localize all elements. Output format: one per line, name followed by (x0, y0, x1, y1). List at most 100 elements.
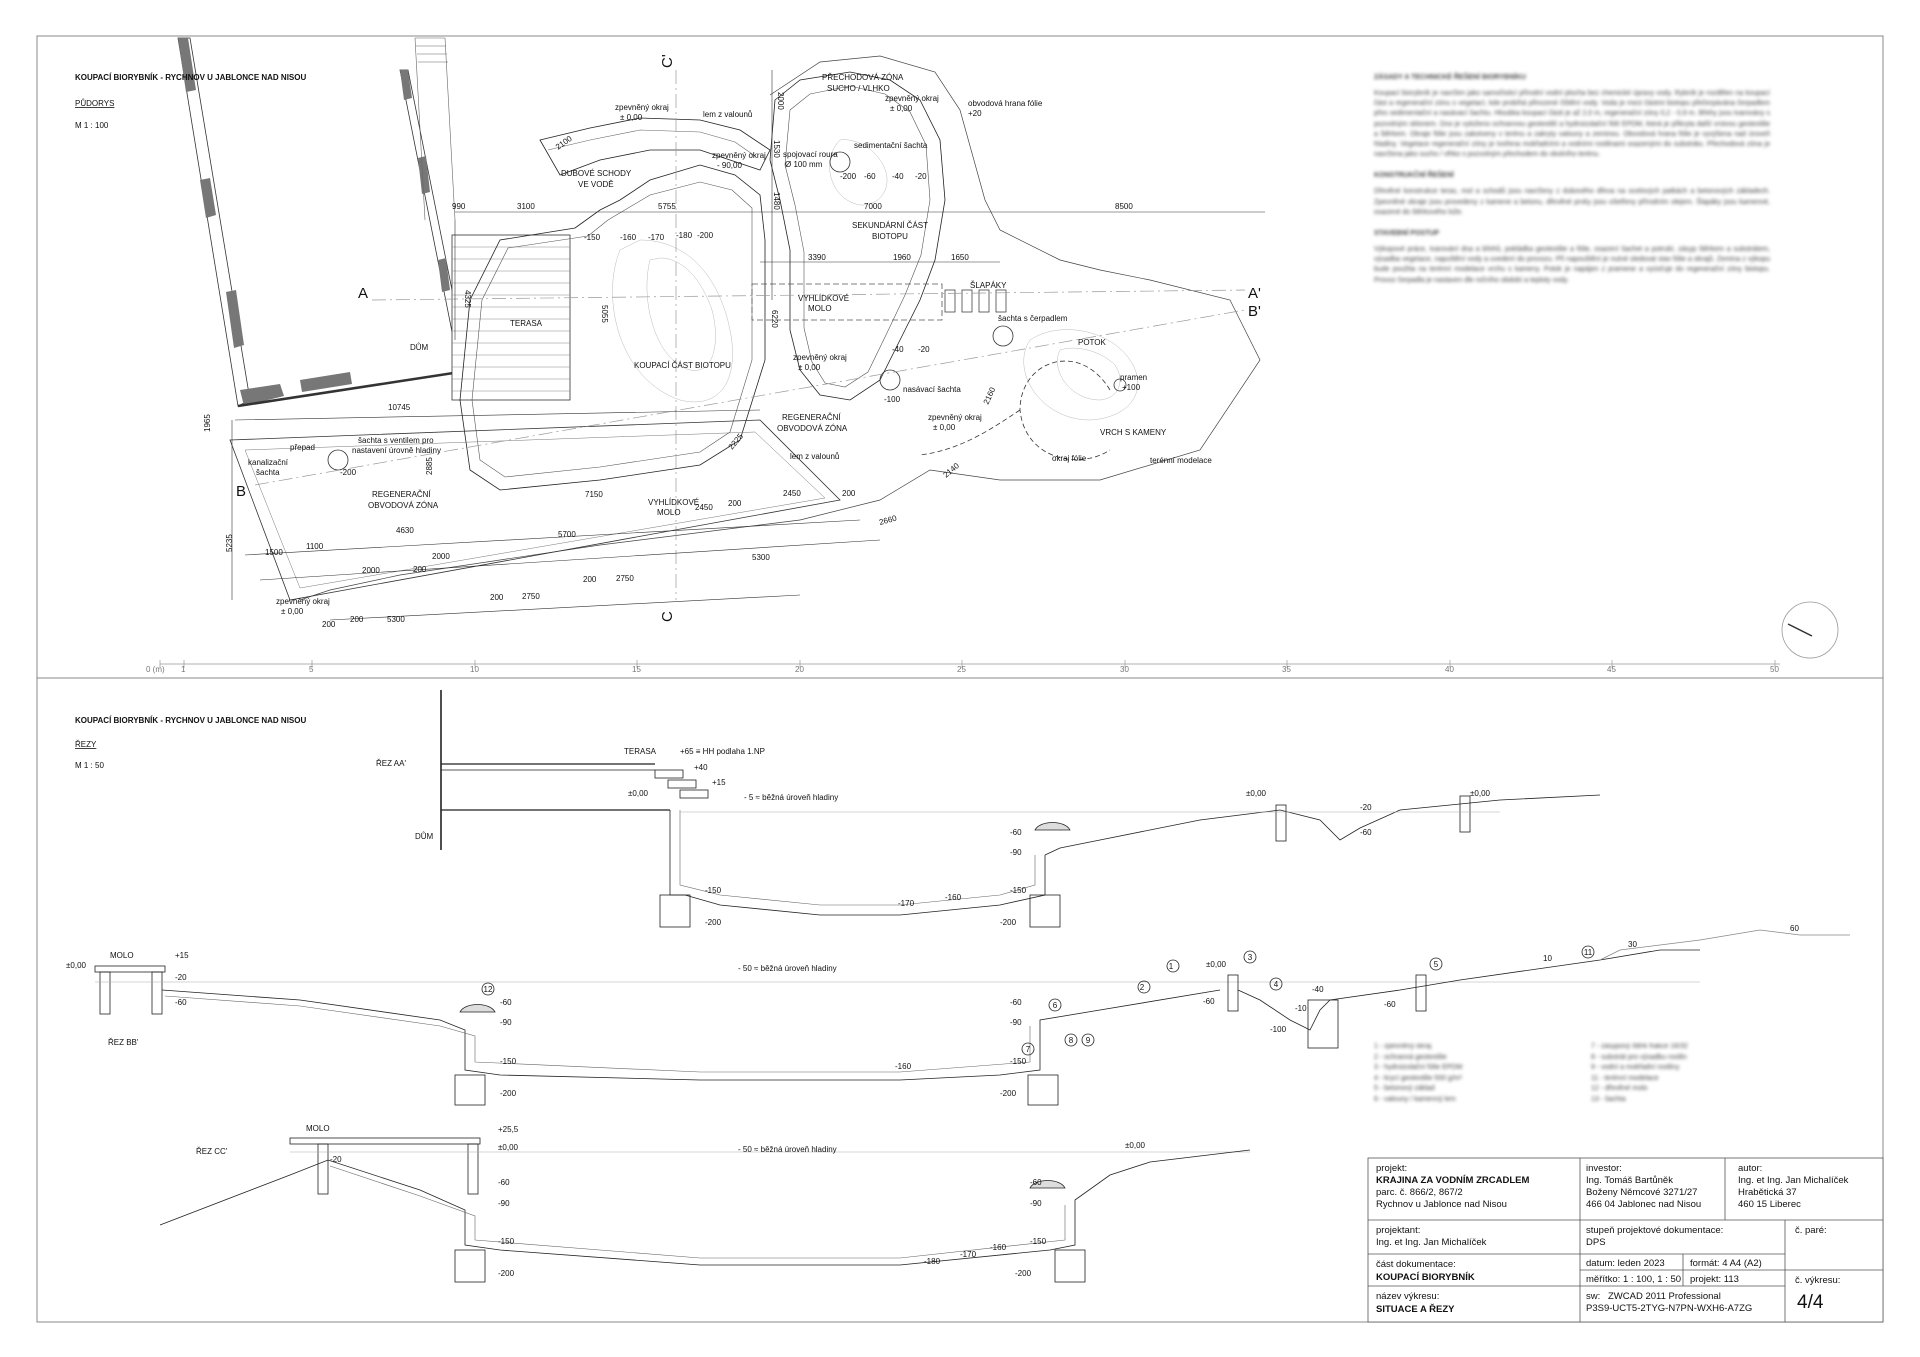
detail-marker: 8 (1069, 1036, 1074, 1045)
section-aa-house: DŮM (415, 832, 434, 841)
section-bb-pier: MOLO (110, 951, 134, 960)
dim-label: 200 (350, 615, 364, 624)
scalebar-label: 5 (309, 665, 314, 674)
dim-label: 2450 (783, 489, 801, 498)
dim-label: 1480 (772, 192, 781, 210)
note-intake-shaft: nasávací šachta (903, 385, 961, 394)
scalebar-label: 1 (181, 665, 186, 674)
viewing-pier-outline (751, 283, 943, 321)
tb-investor-name: Ing. Tomáš Bartůněk (1586, 1175, 1673, 1186)
legend-item: 12 - dřevěné molo (1591, 1085, 1648, 1092)
notes-paragraph-2: Dřevěné konstrukce teras, mol a schodů j… (1374, 188, 1770, 216)
note-edge-1-level: ± 0,00 (620, 113, 643, 122)
section-label-a: A (358, 285, 368, 302)
level-label: -60 (1203, 997, 1215, 1006)
tb-sheet-number: 4/4 (1797, 1292, 1824, 1313)
dim-label: 10745 (388, 403, 411, 412)
level-label: -90 (1010, 848, 1022, 857)
terrace-outline (451, 234, 571, 401)
dim-label: 5755 (658, 202, 676, 211)
legend-item: 11 - terénní modelace (1591, 1074, 1659, 1082)
note-edge-4-level: ± 0,00 (798, 363, 821, 372)
title-block-text: projekt: KRAJINA ZA VODNÍM ZRCADLEM parc… (1376, 1163, 1849, 1315)
dim-label: 2000 (776, 92, 785, 110)
legend-item: 3 - hydroizolační fólie EPDM (1374, 1064, 1463, 1071)
zone-molo2b: MOLO (657, 508, 681, 517)
tb-project-number: projekt: 113 (1690, 1274, 1739, 1285)
plan-title: KOUPACÍ BIORYBNÍK - RYCHNOV U JABLONCE N… (75, 73, 306, 82)
section-cc (159, 1137, 1251, 1283)
note-pebble-border-1: lem z valounů (703, 110, 752, 119)
tb-sheet-label: č. výkresu: (1795, 1275, 1840, 1286)
level-label: -150 (498, 1237, 515, 1246)
level-label: -160 (990, 1243, 1007, 1252)
legend-item: 7 - zásypový štěrk frakce 16/32 (1591, 1043, 1688, 1050)
note-edge-5: zpevněný okraj (928, 413, 982, 422)
level-label: ±0,00 (498, 1143, 519, 1152)
dim-label: 1965 (203, 414, 212, 432)
tb-author-address: Hrabětická 37 (1738, 1187, 1797, 1198)
dim-label: 2160 (982, 385, 998, 405)
note-edge-5-level: ± 0,00 (933, 423, 956, 432)
note-edge-2-level: - 90,00 (717, 161, 742, 170)
depth-label: -40 (892, 345, 904, 354)
spring-symbol (1113, 378, 1127, 392)
zone-sekundarni1: SEKUNDÁRNÍ ČÁST (852, 221, 928, 230)
note-edge-3: zpevněný okraj (885, 94, 939, 103)
dim-label: 200 (583, 575, 597, 584)
zone-regen1b: OBVODOVÁ ZÓNA (368, 501, 439, 510)
dim-label: 2750 (522, 592, 540, 601)
zone-dubove2: VE VODĚ (578, 180, 614, 189)
scalebar-label: 40 (1445, 665, 1454, 674)
level-label: ±0,00 (1246, 789, 1267, 798)
note-foil-margin: okraj fólie (1052, 454, 1087, 463)
dim-label: 2750 (616, 574, 634, 583)
tb-format: formát: 4 A4 (A2) (1690, 1258, 1762, 1269)
level-label: -160 (895, 1062, 912, 1071)
level-label: -60 (1384, 1000, 1396, 1009)
tb-date: datum: leden 2023 (1586, 1258, 1665, 1269)
house-wall-west (177, 37, 251, 407)
tb-investor-address: Boženy Němcové 3271/27 (1586, 1187, 1697, 1198)
dim-label: 4325 (463, 290, 472, 308)
scalebar-label: 15 (632, 665, 641, 674)
depth-label: -200 (340, 468, 357, 477)
zone-terasa: TERASA (510, 319, 543, 328)
zone-vrch: VRCH S KAMENY (1100, 428, 1167, 437)
level-label: -100 (1270, 1025, 1287, 1034)
dim-label: 200 (322, 620, 336, 629)
level-label: -20 (1360, 803, 1372, 812)
technical-notes: ZÁSADY A TECHNICKÉ ŘEŠENÍ BIORYBNÍKU Kou… (1374, 74, 1770, 298)
north-arrow (1781, 601, 1839, 659)
legend-item: 2 - ochranná geotextilie (1374, 1053, 1447, 1061)
note-edge-2: zpevněný okraj (712, 151, 766, 160)
section-bb-water-level: - 50 ≈ běžná úroveň hladiny (738, 964, 837, 973)
level-label: -60 (1010, 828, 1022, 837)
depth-label: -20 (918, 345, 930, 354)
note-overflow: přepad (290, 443, 315, 452)
level-label: -40 (1312, 985, 1324, 994)
detail-marker: 1 (1169, 962, 1174, 971)
level-label: -150 (1010, 886, 1027, 895)
dim-label: 990 (452, 202, 466, 211)
dim-label: 1650 (951, 253, 969, 262)
dim-label: 200 (728, 499, 742, 508)
level-label: -20 (330, 1155, 342, 1164)
level-label: ±0,00 (628, 789, 649, 798)
depth-label: -60 (864, 172, 876, 181)
sections-subtitle: ŘEZY (75, 740, 97, 749)
level-label: -60 (498, 1178, 510, 1187)
tb-stage-label: stupeň projektové dokumentace: (1586, 1225, 1723, 1236)
dim-label: 2225 (727, 431, 746, 451)
notes-heading-3: STAVEBNÍ POSTUP (1374, 230, 1440, 238)
level-label: -170 (960, 1250, 977, 1259)
section-label-a-prime: A' (1248, 285, 1261, 302)
tb-designer-label: projektant: (1376, 1225, 1420, 1236)
depth-label: -20 (915, 172, 927, 181)
level-label: -60 (500, 998, 512, 1007)
level-label: -200 (500, 1089, 517, 1098)
note-pump-shaft: šachta s čerpadlem (998, 314, 1068, 323)
note-edge-6-level: ± 0,00 (281, 607, 304, 616)
section-cc-title: ŘEZ CC' (196, 1147, 228, 1156)
